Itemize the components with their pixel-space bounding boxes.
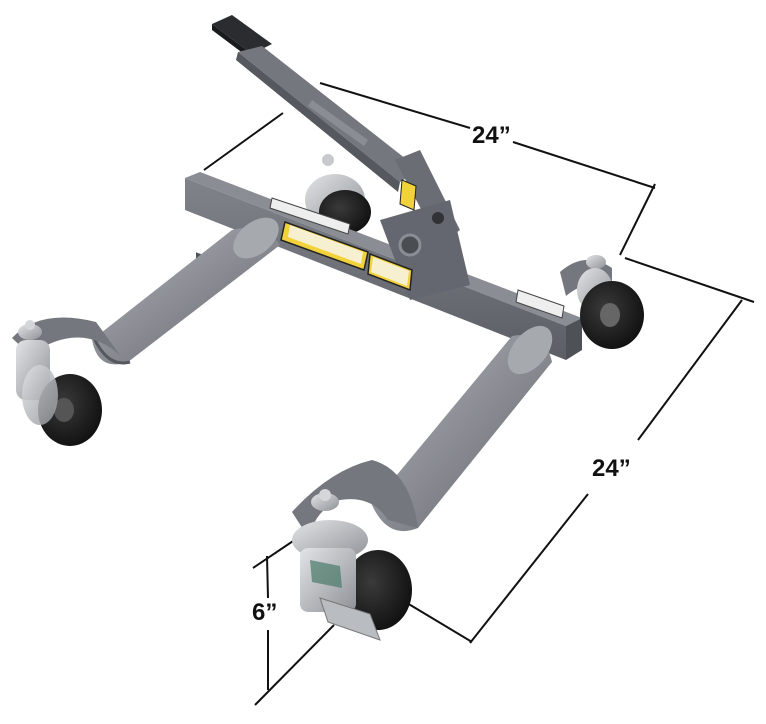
length-dimension-line-bottom	[469, 493, 589, 644]
right-roller-tube	[372, 325, 553, 532]
left-front-caster	[12, 317, 120, 446]
right-rear-caster	[560, 255, 644, 349]
width-dimension-line-right	[512, 141, 656, 189]
length-dimension-label: 24”	[592, 455, 631, 482]
height-extension-bottom	[254, 624, 335, 706]
height-dimension-label: 6”	[252, 599, 277, 626]
length-extension-top	[624, 257, 755, 303]
left-roller-tube	[92, 217, 280, 365]
right-front-caster	[292, 460, 418, 641]
foot-pedal-handle	[212, 15, 420, 192]
dimension-lines	[203, 82, 755, 706]
width-dimension-label: 24”	[472, 122, 511, 149]
height-dimension-line	[266, 555, 269, 599]
length-dimension-line-top	[637, 299, 743, 441]
length-extension-bottom	[401, 599, 473, 643]
dimension-labels: 24” 24” 6”	[252, 122, 631, 626]
width-extension-right	[619, 183, 656, 256]
width-dimension-line-left	[319, 82, 471, 129]
warning-labels	[269, 179, 565, 319]
width-extension-left	[203, 112, 284, 171]
